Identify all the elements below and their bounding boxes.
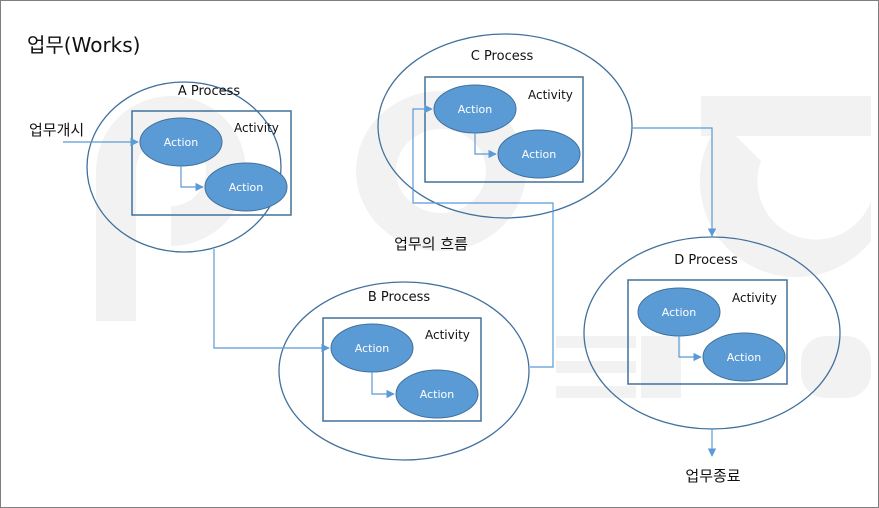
process-c-action-2 (497, 129, 581, 179)
process-d-action-2 (702, 332, 786, 382)
activity-a-box (131, 110, 292, 216)
activity-c-label: Activity (528, 88, 573, 102)
activity-a-label: Activity (234, 121, 279, 135)
activity-d-label: Activity (732, 291, 777, 305)
process-b-action-2 (395, 369, 479, 419)
activity-b-label: Activity (425, 328, 470, 342)
process-a-action-2 (204, 162, 288, 212)
process-a: A Process Activity Action Action (86, 81, 292, 253)
process-b-action-2-label: Action (420, 388, 454, 401)
activity-b-box (322, 317, 482, 422)
process-b-ellipse (278, 281, 530, 461)
page-title: 업무(Works) (27, 33, 140, 57)
process-a-action-1-label: Action (164, 136, 198, 149)
process-a-ellipse (86, 81, 282, 253)
process-c-action-2-label: Action (522, 148, 556, 161)
process-b-label: B Process (368, 290, 431, 305)
process-b-action-1-label: Action (355, 342, 389, 355)
process-a-action-2-label: Action (229, 181, 263, 194)
flow-b-to-c (412, 104, 554, 368)
activity-c-box (424, 76, 584, 183)
arrow-d-inner (678, 336, 702, 362)
process-c-ellipse (377, 33, 633, 219)
flow-label: 업무의 흐름 (394, 235, 468, 253)
arrow-a-inner (180, 166, 204, 192)
start-label: 업무개시 (29, 121, 84, 139)
flow-a-to-b (213, 249, 330, 353)
process-d-action-1-label: Action (662, 306, 696, 319)
process-c-action-1-label: Action (458, 103, 492, 116)
end-label: 업무종료 (685, 467, 740, 485)
arrow-c-inner (474, 133, 497, 159)
process-b: B Process Activity Action Action (278, 281, 530, 461)
process-d: D Process Activity Action Action (583, 236, 841, 430)
process-d-action-2-label: Action (727, 351, 761, 364)
process-a-label: A Process (178, 84, 241, 99)
arrow-b-inner (371, 372, 395, 399)
flow-c-to-d (632, 127, 717, 237)
process-d-label: D Process (674, 253, 738, 268)
process-c: C Process Activity Action Action (377, 33, 633, 219)
process-c-label: C Process (471, 49, 534, 64)
activity-d-box (627, 279, 788, 385)
